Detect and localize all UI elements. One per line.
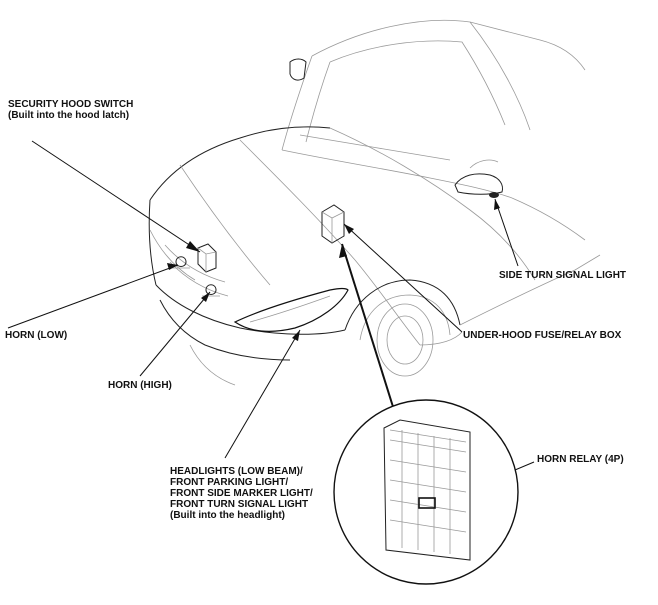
label-security-hood-switch: SECURITY HOOD SWITCH (Built into the hoo… (8, 99, 134, 121)
label-headlights: HEADLIGHTS (LOW BEAM)/ FRONT PARKING LIG… (170, 466, 313, 521)
leader-lines (7, 140, 535, 506)
car-body (148, 19, 601, 386)
label-horn-high: HORN (HIGH) (108, 380, 172, 391)
label-horn-relay: HORN RELAY (4P) (537, 454, 624, 465)
label-side-turn-signal-light: SIDE TURN SIGNAL LIGHT (499, 270, 627, 281)
label-under-hood-fuse-relay-box: UNDER-HOOD FUSE/RELAY BOX (463, 330, 622, 341)
fuse-box-inset (333, 399, 519, 585)
label-horn-low: HORN (LOW) (5, 330, 68, 341)
